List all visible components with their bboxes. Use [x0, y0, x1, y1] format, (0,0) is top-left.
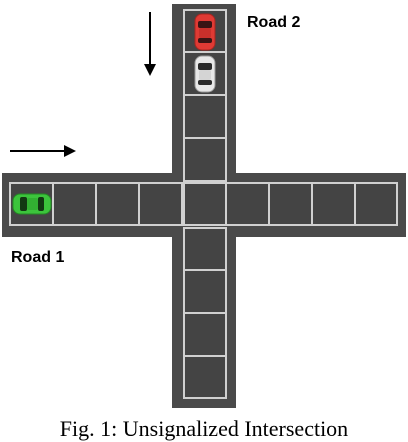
intersection-cell	[183, 182, 227, 226]
road-1-label: Road 1	[11, 249, 64, 266]
road-1-cells	[9, 182, 398, 226]
road-2-cell	[183, 312, 227, 357]
road-2-cell	[183, 94, 227, 139]
road-1-cell	[138, 182, 183, 226]
road-1-cell	[311, 182, 356, 226]
road-1-cell	[354, 182, 398, 226]
red-car-icon	[194, 13, 216, 51]
road-2-cells	[183, 9, 227, 399]
road-2-cell	[183, 355, 227, 399]
road-2-cell	[183, 269, 227, 314]
arrow-down-icon	[144, 12, 156, 76]
road-1-cell	[95, 182, 140, 226]
road-1-cell	[52, 182, 97, 226]
green-car-icon	[12, 193, 52, 215]
road-2-cell	[183, 137, 227, 182]
white-car-icon	[194, 55, 216, 93]
road-2-label: Road 2	[247, 14, 300, 31]
figure-caption: Fig. 1: Unsignalized Intersection	[60, 416, 348, 441]
road-1-cell	[268, 182, 313, 226]
road-1-cell	[225, 182, 270, 226]
road-2-cell	[183, 227, 227, 271]
arrow-right-icon	[10, 145, 76, 157]
